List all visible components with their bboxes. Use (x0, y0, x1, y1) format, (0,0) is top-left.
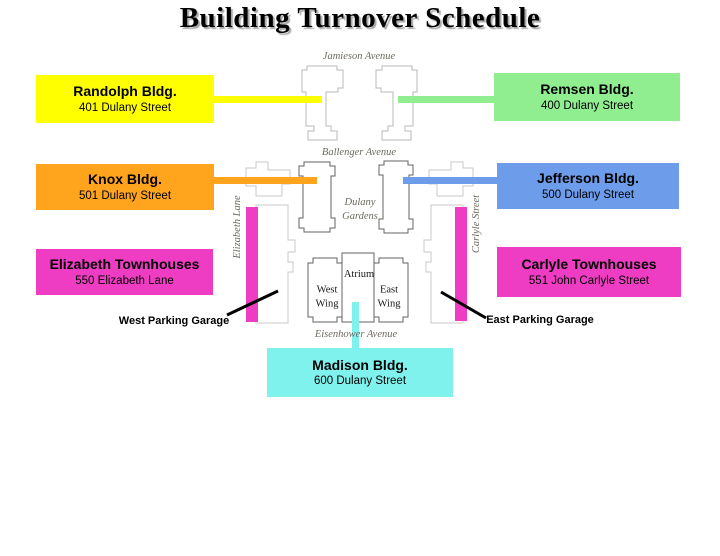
east-parking-garage-label: East Parking Garage (486, 314, 594, 326)
building-address: 401 Dulany Street (78, 101, 172, 114)
atrium-label: Atrium (343, 269, 375, 281)
east-townhouses-bar (455, 207, 467, 321)
building-address: 550 Elizabeth Lane (75, 274, 174, 287)
building-address: 501 Dulany Street (78, 189, 172, 202)
jefferson-connector-line (403, 177, 497, 184)
randolph-bldg-label-box: Randolph Bldg. 401 Dulany Street (36, 75, 214, 123)
east-wing-label: East Wing (377, 284, 401, 309)
east-wing-outline (373, 257, 409, 323)
randolph-building-outline (301, 65, 344, 141)
remsen-bldg-label-box: Remsen Bldg. 400 Dulany Street (494, 73, 680, 121)
elizabeth-townhouses-label-box: Elizabeth Townhouses 550 Elizabeth Lane (36, 249, 213, 295)
west-wing-outline (307, 257, 343, 323)
knox-connector-line (214, 177, 317, 184)
east-garage-pointer-line (440, 290, 487, 320)
remsen-connector-line (398, 96, 494, 103)
knox-building-outline (298, 161, 336, 233)
east-townhouse-row-outline (423, 204, 464, 324)
randolph-connector-line (214, 96, 322, 103)
building-name: Madison Bldg. (312, 356, 408, 373)
building-address: 500 Dulany Street (541, 188, 635, 201)
building-address: 400 Dulany Street (540, 99, 634, 112)
building-name: Knox Bldg. (88, 171, 162, 188)
jefferson-building-outline (378, 160, 414, 234)
street-label-elizabeth-lane: Elizabeth Lane (232, 195, 244, 259)
building-name: Elizabeth Townhouses (49, 256, 200, 273)
building-address: 551 John Carlyle Street (528, 274, 650, 287)
madison-connector-line (352, 302, 359, 348)
jefferson-bldg-label-box: Jefferson Bldg. 500 Dulany Street (497, 163, 679, 209)
street-label-jamieson-avenue: Jamieson Avenue (322, 51, 396, 63)
west-townhouse-row-outline (255, 204, 296, 324)
west-parking-garage-label: West Parking Garage (118, 315, 230, 327)
street-label-dulany-gardens: Dulany Gardens (342, 196, 378, 222)
street-label-ballenger-avenue: Ballenger Avenue (321, 147, 397, 159)
street-label-eisenhower-avenue: Eisenhower Avenue (314, 329, 398, 341)
west-garage-pointer-line (226, 289, 279, 317)
madison-bldg-label-box: Madison Bldg. 600 Dulany Street (267, 348, 453, 397)
west-townhouses-bar (246, 207, 258, 322)
building-address: 600 Dulany Street (313, 375, 407, 388)
remsen-building-outline (375, 65, 418, 141)
building-name: Jefferson Bldg. (537, 170, 639, 187)
building-name: Carlyle Townhouses (521, 256, 657, 273)
page-title: Building Turnover Schedule (179, 2, 541, 34)
knox-bldg-label-box: Knox Bldg. 501 Dulany Street (36, 164, 214, 210)
west-wing-label: West Wing (315, 284, 339, 309)
carlyle-townhouses-label-box: Carlyle Townhouses 551 John Carlyle Stre… (497, 247, 681, 297)
building-name: Randolph Bldg. (73, 83, 177, 100)
building-name: Remsen Bldg. (540, 81, 634, 98)
street-label-carlyle-street: Carlyle Street (471, 194, 483, 254)
